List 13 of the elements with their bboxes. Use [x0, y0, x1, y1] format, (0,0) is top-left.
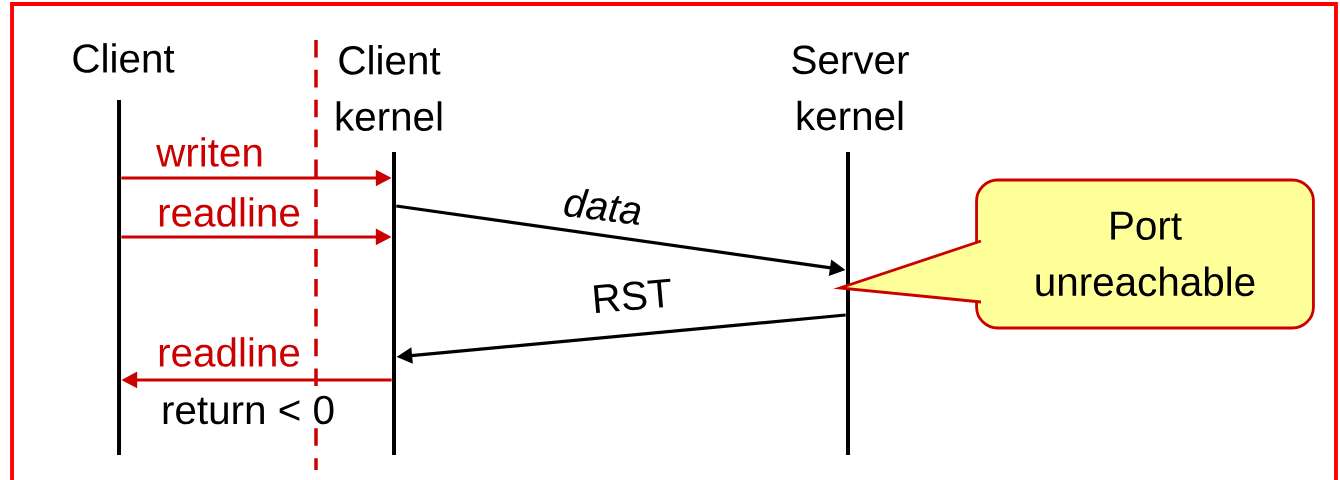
note: return < 0	[159, 393, 337, 427]
edge-label: readline	[155, 195, 303, 229]
edge-label: readline	[155, 335, 303, 369]
edge-label: writen	[154, 135, 266, 169]
lifeline-header: Server kernel	[792, 45, 909, 131]
edge-label: RST	[588, 276, 676, 316]
lifeline	[117, 100, 121, 455]
edge-label: data	[560, 184, 646, 228]
lifeline	[392, 152, 396, 455]
lifeline-header: Client	[73, 43, 175, 73]
lifeline	[846, 152, 850, 455]
lifeline-header: Client kernel	[336, 45, 442, 131]
callout: Port unreachable	[833, 178, 1315, 330]
